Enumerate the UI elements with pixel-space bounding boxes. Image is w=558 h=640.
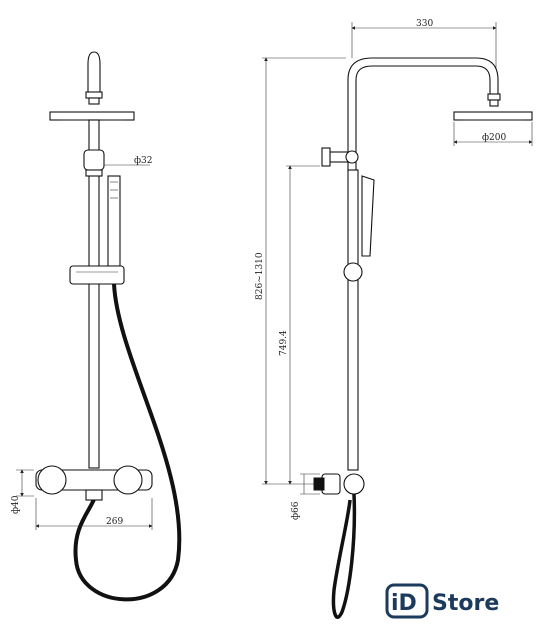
side-valve: [321, 473, 341, 495]
slider-diameter-label: ф32: [134, 156, 153, 166]
side-shower-head: [453, 111, 533, 121]
logo-name: Store: [432, 591, 499, 616]
front-hose: [73, 283, 182, 602]
inlet-diameter-label: ф66: [291, 501, 301, 520]
arm-length-label: 330: [416, 19, 433, 29]
total-height-label: 826~1310: [255, 252, 265, 300]
head-diameter-label: ф200: [482, 133, 506, 143]
front-view: ф32 ф40 269: [11, 51, 182, 602]
front-rail: [88, 119, 100, 469]
side-riser: [347, 169, 359, 471]
logo-prefix: iD: [391, 591, 417, 616]
riser-length-label: 749.4: [279, 330, 289, 356]
side-view: 330 ф200 826~1310 749.4: [255, 19, 533, 619]
front-shower-head: [49, 111, 135, 121]
valve-width-label: 269: [106, 517, 123, 527]
valve-height-label: ф40: [11, 495, 21, 514]
store-logo: iD Store: [385, 583, 499, 619]
side-hose: [331, 493, 357, 619]
hand-shower: [107, 175, 121, 267]
